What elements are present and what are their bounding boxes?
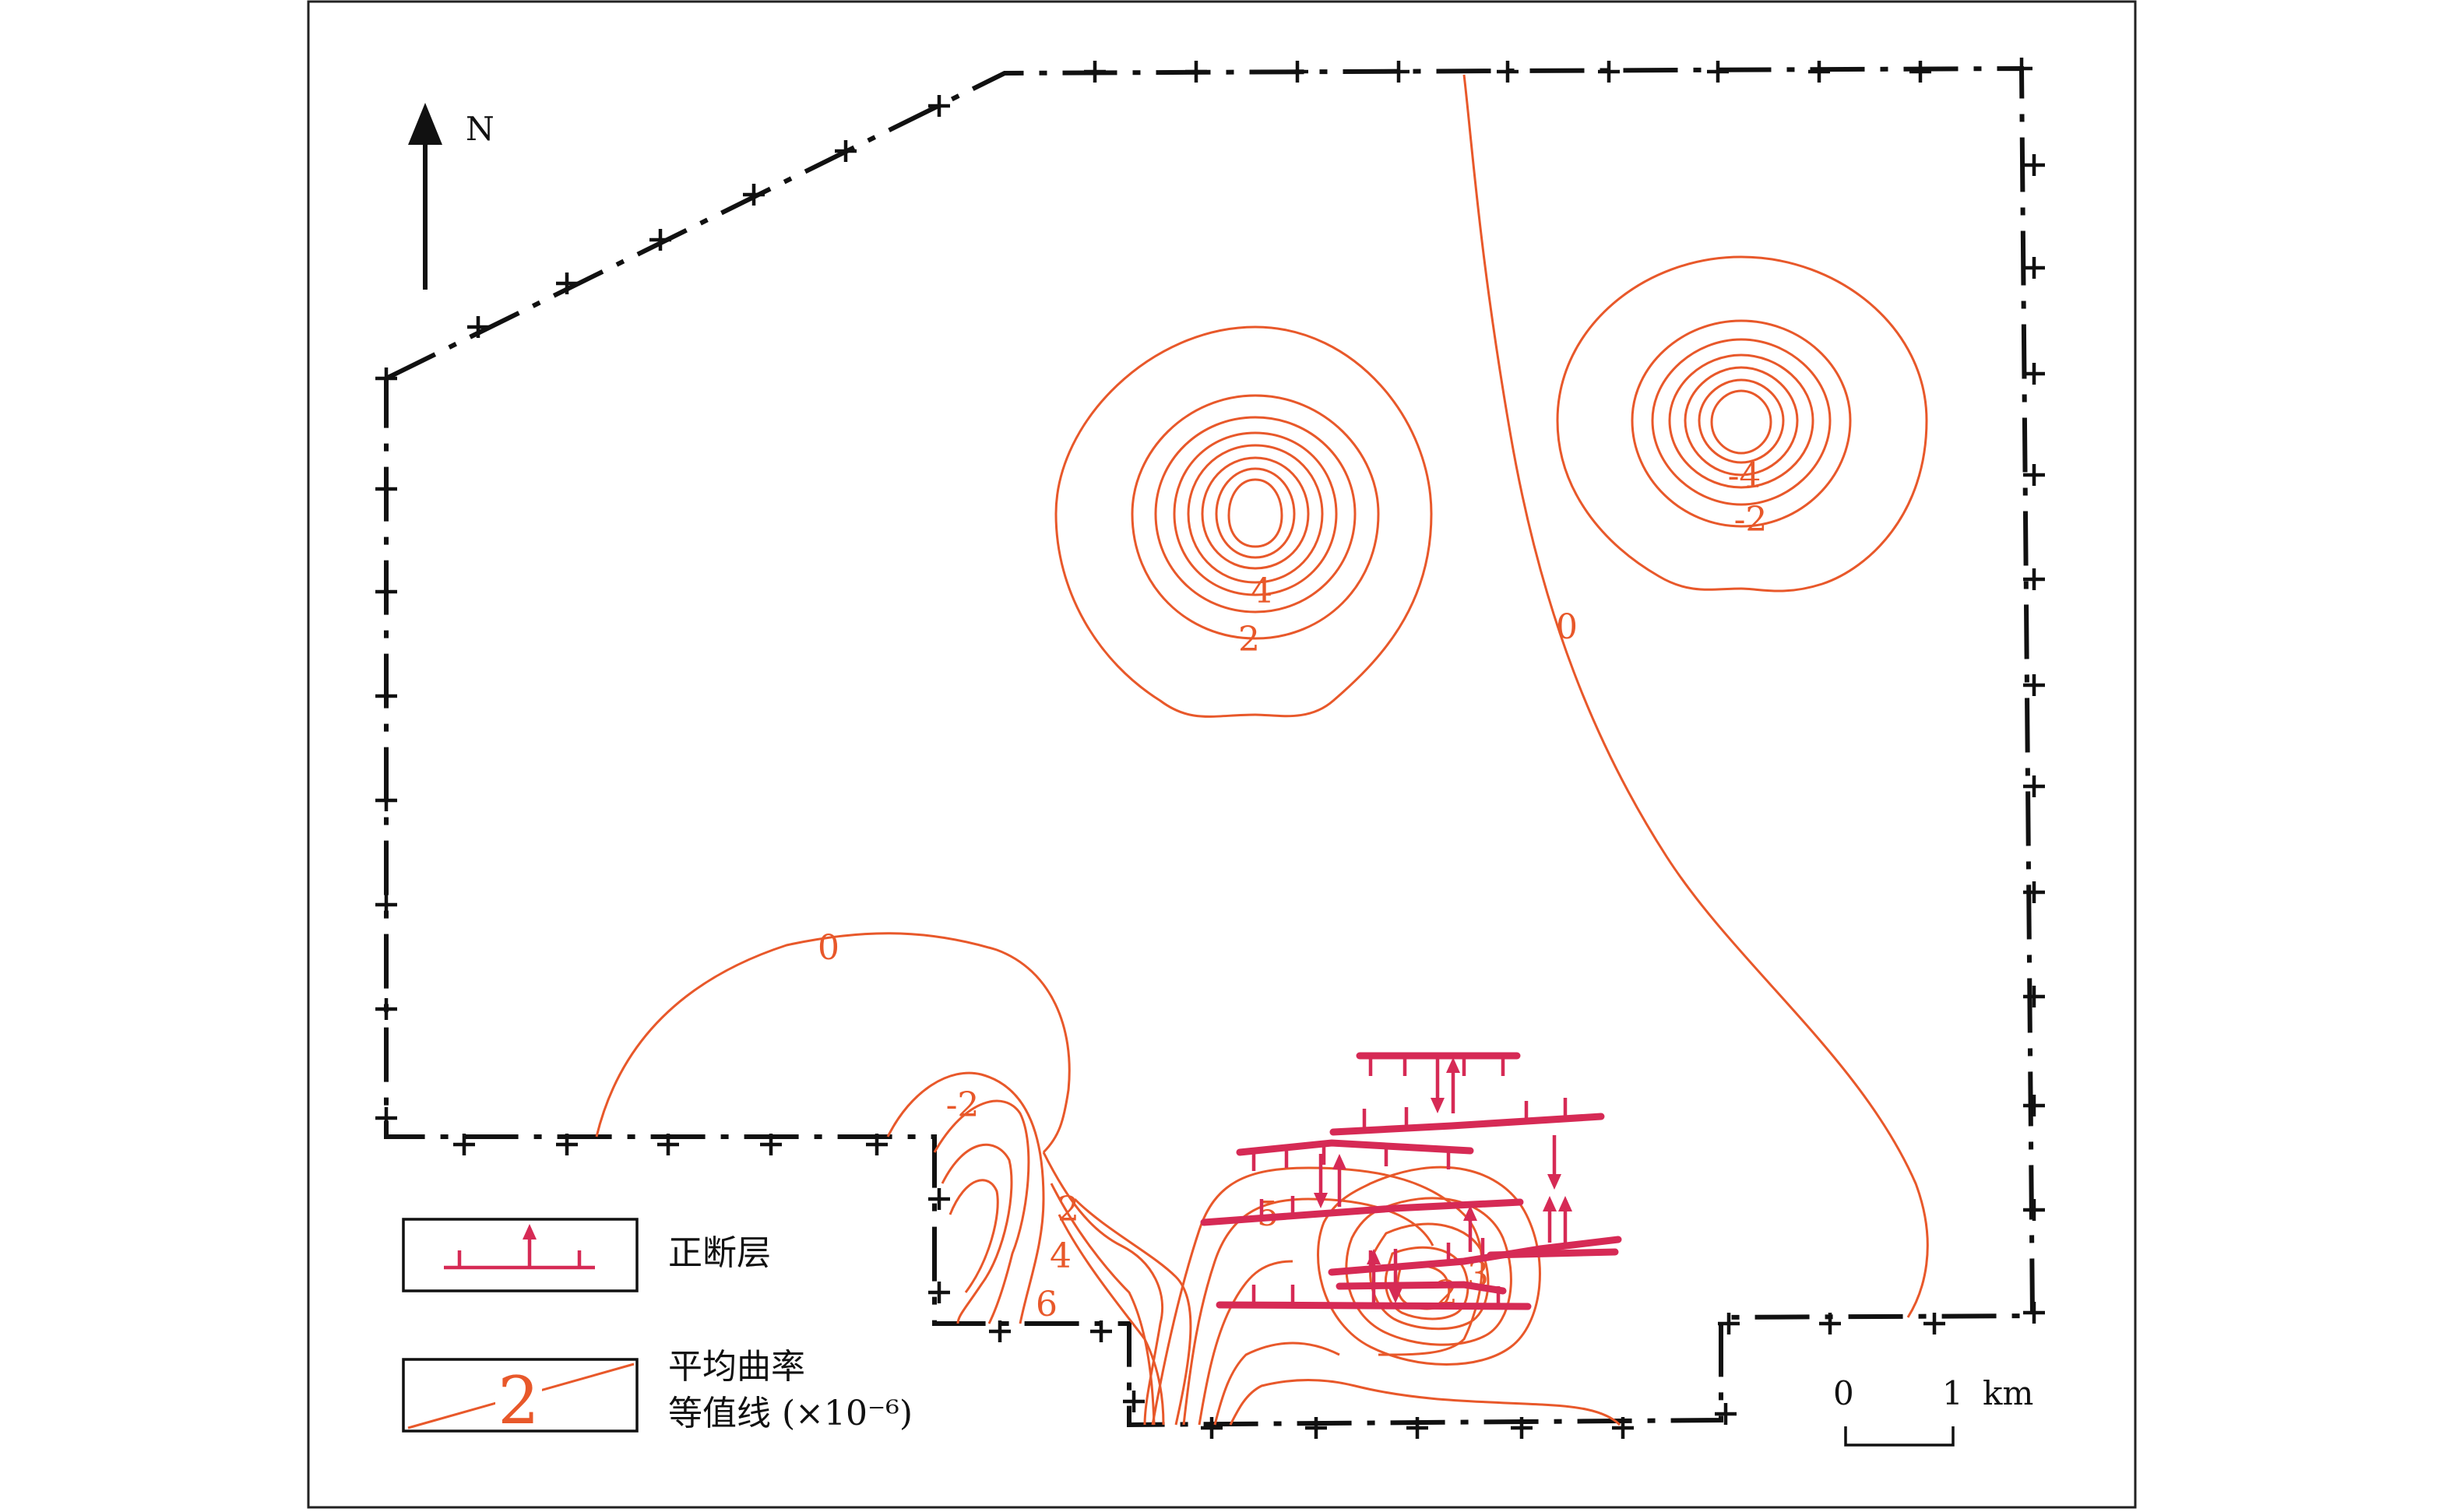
contour-label: 0 bbox=[1556, 607, 1578, 647]
boundary-crosses bbox=[375, 58, 2045, 1439]
fault-line bbox=[1336, 1281, 1507, 1295]
fault-arrowhead bbox=[1463, 1205, 1477, 1221]
north-label: N bbox=[466, 110, 494, 148]
fault-line bbox=[1200, 1198, 1524, 1226]
contour-label: -4 bbox=[1728, 456, 1761, 496]
contour-label: -2 bbox=[946, 1085, 980, 1125]
normal-faults bbox=[1200, 1052, 1622, 1310]
fault-arrowhead bbox=[1388, 1288, 1402, 1303]
contour-label: -2 bbox=[1734, 500, 1768, 540]
legend-contour: 2 平均曲率 等值线 (×10⁻⁶) bbox=[402, 1347, 913, 1439]
contours-south-complex: -2 2 4 6 5 3 2 bbox=[886, 1071, 1621, 1426]
scale-tick-0: 0 bbox=[1833, 1374, 1854, 1412]
contour-zero-southwest: 0 bbox=[595, 928, 1071, 1154]
legend-contour-sample: 2 bbox=[498, 1363, 539, 1439]
survey-boundary bbox=[384, 65, 2036, 1428]
fault-arrowhead bbox=[1431, 1098, 1445, 1113]
scale-bar: 0 1 km bbox=[1833, 1374, 2033, 1447]
fault-line bbox=[1216, 1301, 1532, 1310]
legend-contour-label-line2: 等值线 (×10⁻⁶) bbox=[668, 1394, 913, 1433]
scale-tick-1: 1 bbox=[1942, 1374, 1963, 1412]
scale-unit: km bbox=[1983, 1374, 2033, 1412]
legend-fault-label: 正断层 bbox=[668, 1233, 771, 1273]
contours-northwest-high: 4 2 bbox=[1054, 325, 1433, 718]
fault-line bbox=[1487, 1248, 1619, 1259]
fault-arrowhead bbox=[1543, 1196, 1557, 1211]
north-arrow: N bbox=[408, 103, 494, 290]
fault-arrowhead bbox=[1446, 1057, 1460, 1073]
contour-label: 6 bbox=[1036, 1285, 1058, 1324]
fault-line bbox=[1236, 1139, 1474, 1156]
contour-label: 2 bbox=[1058, 1190, 1079, 1229]
contour-label: 0 bbox=[818, 928, 839, 968]
fault-arrowhead bbox=[1367, 1249, 1381, 1264]
legend-contour-label-line1: 平均曲率 bbox=[668, 1347, 805, 1387]
contour-label: 4 bbox=[1251, 571, 1272, 611]
contour-label: 4 bbox=[1050, 1236, 1072, 1276]
contour-label: 2 bbox=[1238, 620, 1260, 659]
fault-arrowhead bbox=[1547, 1174, 1561, 1190]
fault-arrowhead bbox=[1558, 1196, 1572, 1211]
map-frame bbox=[307, 0, 2137, 1509]
legend-fault-box bbox=[402, 1218, 639, 1292]
contour-zero-central: 0 bbox=[1462, 74, 1929, 1318]
fault-line bbox=[1329, 1113, 1605, 1136]
fault-arrowhead bbox=[1332, 1154, 1346, 1169]
fault-arrowhead bbox=[1314, 1193, 1328, 1208]
legend-fault: 正断层 bbox=[402, 1218, 771, 1292]
contours-northeast-low: -4 -2 bbox=[1556, 255, 1928, 592]
